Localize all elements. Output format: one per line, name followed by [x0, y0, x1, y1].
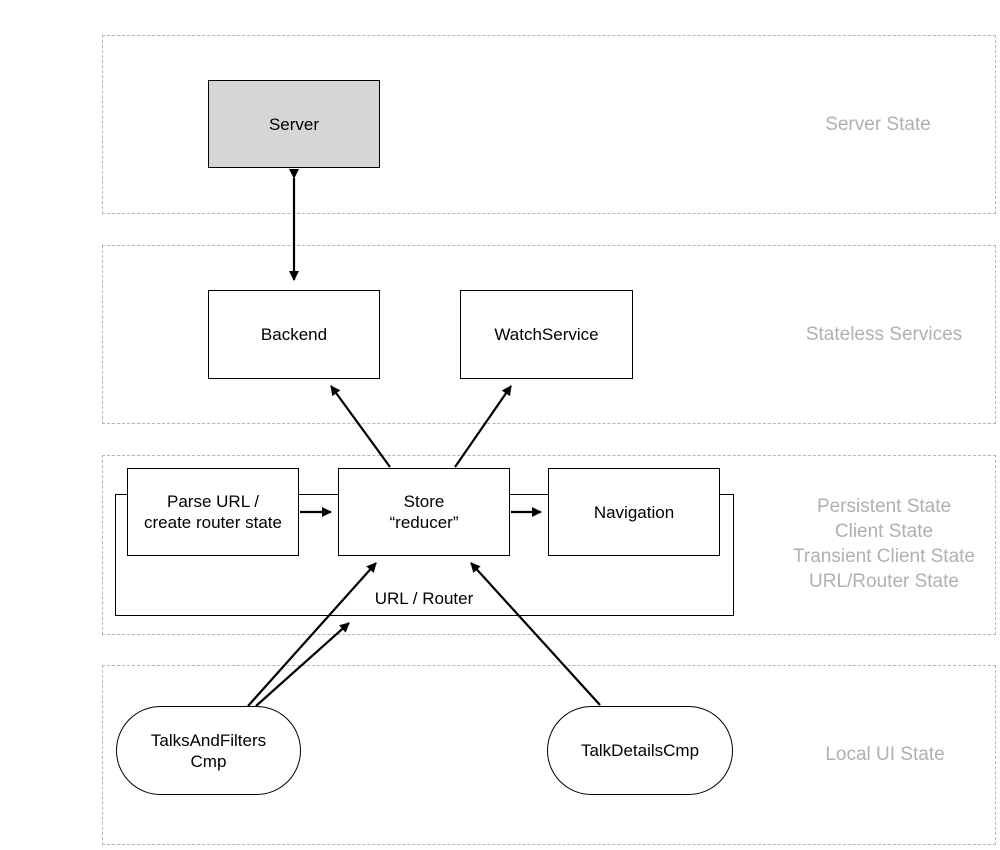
label-stateless-services: Stateless Services: [805, 324, 963, 345]
talks-filters-line1: TalksAndFilters: [150, 730, 267, 750]
label-client-state: Persistent State Client State Transient …: [776, 494, 992, 594]
label-url-router-state: URL/Router State: [809, 571, 959, 592]
talks-and-filters-node: TalksAndFilters Cmp: [116, 706, 301, 795]
layer-stateless-services: [102, 245, 996, 424]
layer-server-state: [102, 35, 996, 214]
store-line2: “reducer”: [389, 513, 459, 532]
label-transient-client-state: Transient Client State: [793, 546, 975, 567]
watch-service-label: WatchService: [494, 325, 599, 344]
router-label: URL / Router: [374, 589, 474, 608]
server-label: Server: [268, 114, 320, 134]
navigation-node: Navigation: [548, 468, 720, 556]
store-line1: Store: [403, 492, 445, 511]
parse-url-line2: create router state: [144, 513, 282, 532]
label-local-ui-state: Local UI State: [825, 744, 945, 765]
parse-url-node: Parse URL / create router state: [127, 468, 299, 556]
backend-node: Backend: [208, 290, 380, 379]
label-persistent-state: Persistent State: [816, 496, 952, 517]
store-node: Store “reducer”: [338, 468, 510, 556]
parse-url-line1: Parse URL /: [167, 492, 259, 511]
talk-details-node: TalkDetailsCmp: [547, 706, 733, 795]
navigation-label: Navigation: [593, 502, 675, 522]
watch-service-node: WatchService: [460, 290, 633, 379]
server-node: Server: [208, 80, 380, 168]
label-server-state: Server State: [825, 114, 931, 135]
talks-filters-line2: Cmp: [190, 751, 227, 771]
label-client-state-line: Client State: [834, 521, 934, 542]
backend-label: Backend: [260, 325, 328, 344]
talk-details-label: TalkDetailsCmp: [580, 741, 700, 760]
